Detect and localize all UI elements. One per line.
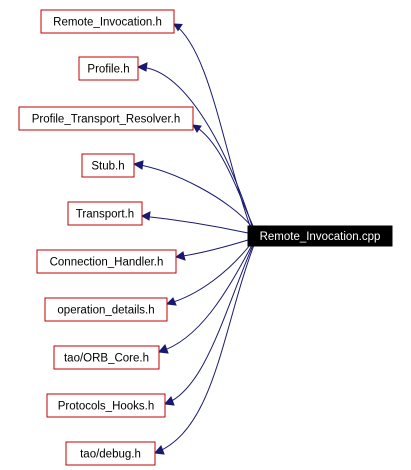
edge-stub-h (133, 163, 253, 228)
arrowhead-icon (165, 297, 177, 306)
node-label: Profile.h (87, 64, 129, 76)
node-label: Profile_Transport_Resolver.h (32, 114, 181, 126)
root-node-label: Remote_Invocation.cpp (260, 231, 381, 243)
arrowhead-icon (140, 211, 151, 221)
node-connection-handler-h[interactable]: Connection_Handler.h (36, 249, 177, 274)
arrowhead-icon (132, 160, 144, 170)
node-label: operation_details.h (57, 305, 154, 317)
node-tao-debug-h[interactable]: tao/debug.h (65, 441, 156, 466)
edge-tao-debug-h (154, 244, 255, 454)
edge-transport-h (141, 215, 249, 234)
node-label: Protocols_Hooks.h (58, 401, 155, 413)
edge-operation-details-h (166, 244, 251, 305)
arrowhead-icon (158, 344, 169, 354)
node-remote-invocation-h[interactable]: Remote_Invocation.h (40, 9, 175, 34)
node-tao-orb-core-h[interactable]: tao/ORB_Core.h (53, 345, 160, 370)
node-transport-h[interactable]: Transport.h (67, 201, 143, 226)
node-label: Connection_Handler.h (50, 257, 164, 269)
root-node[interactable]: Remote_Invocation.cpp (247, 225, 393, 247)
arrowhead-icon (173, 23, 183, 32)
edge-profile-transport-resolver-h (192, 124, 254, 227)
arrowhead-icon (164, 396, 175, 406)
node-operation-details-h[interactable]: operation_details.h (44, 297, 168, 322)
edge-profile-h (138, 66, 253, 227)
arrowhead-icon (154, 445, 165, 455)
node-label: tao/debug.h (80, 449, 141, 461)
arrowhead-icon (192, 124, 202, 133)
node-label: Transport.h (76, 209, 134, 221)
arrowhead-icon (174, 251, 186, 261)
node-profile-h[interactable]: Profile.h (78, 56, 139, 81)
arrowhead-icon (136, 62, 148, 72)
edge-connection-handler-h (175, 239, 249, 258)
node-label: Stub.h (91, 161, 124, 173)
edge-tao-orb-core-h (158, 244, 253, 353)
edge-protocols-hooks-h (164, 244, 254, 405)
node-label: Remote_Invocation.h (53, 17, 162, 29)
node-label: tao/ORB_Core.h (64, 353, 149, 365)
edges-layer (132, 23, 255, 455)
node-stub-h[interactable]: Stub.h (81, 153, 135, 178)
node-profile-transport-resolver-h[interactable]: Profile_Transport_Resolver.h (18, 106, 194, 131)
node-protocols-hooks-h[interactable]: Protocols_Hooks.h (46, 393, 166, 418)
